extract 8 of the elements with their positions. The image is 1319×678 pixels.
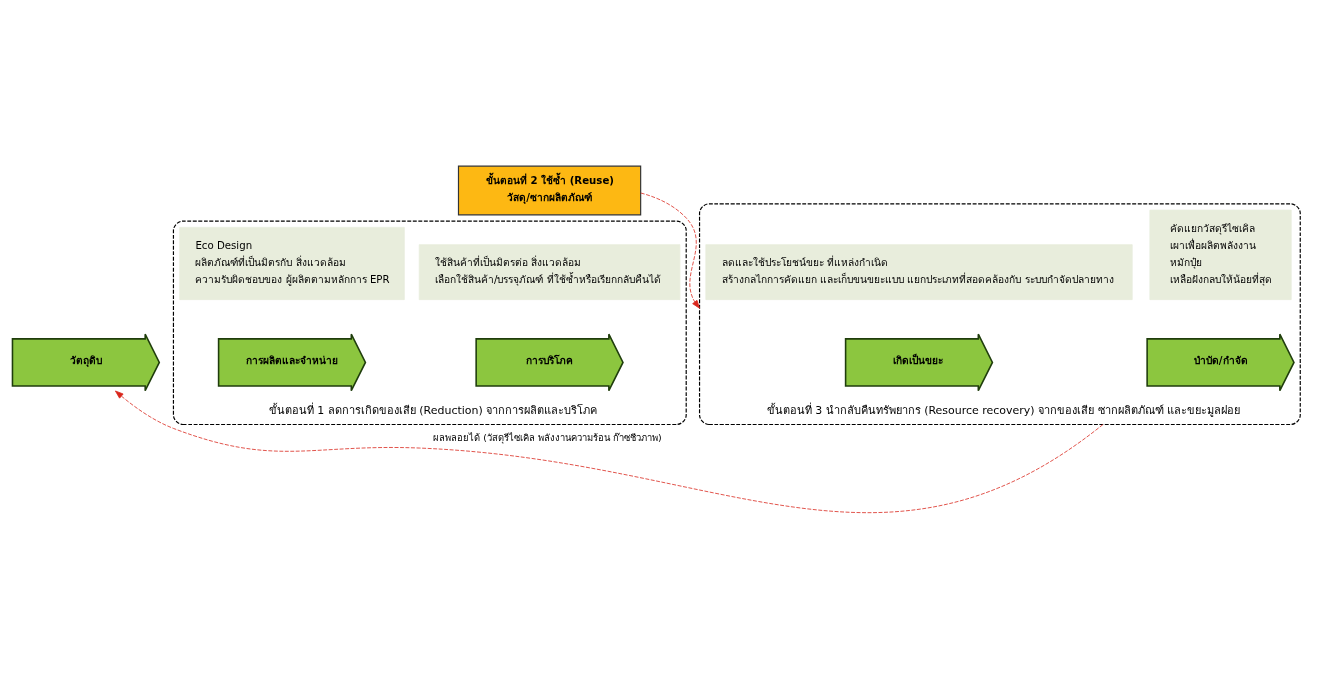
edge-label: ผลพลอยได้ (วัสดุรีไซเคิล พลังงานความร้อน ก๊าซชีวภาพ) [433,431,662,443]
node-box: ขั้นตอนที่ 2 ใช้ซ้ำ (Reuse) วัสดุ/ซากผลิตภัณฑ์ [457,165,642,215]
node-box: Eco Design ผลิตภัณฑ์ที่เป็นมิตรกับ สิ่งแวดล้อม ความรับผิดชอบของ ผู้ผลิตตามหลักการ EPR [179,226,405,300]
node-box: ลดและใช้ประโยชน์ขยะ ที่แหล่งกำเนิด สร้างกลไกการคัดแยก และเก็บขนขยะแบบ แยกประเภทที่สอดคล้องกับ ระบบกำจัดปลายทาง [705,243,1133,300]
arrow [115,390,1104,512]
arrow [640,192,700,309]
node-box: คัดแยกวัสดุรีไซเคิล เผาเพื่อผลิตพลังงาน หมักปุ๋ย เหลือฝังกลบให้น้อยที่สุด [1149,209,1292,300]
node-box: ใช้สินค้าที่เป็นมิตรต่อ สิ่งแวดล้อม เลือกใช้สินค้า/บรรจุภัณฑ์ ที่ใช้ซ้ำหรือเรียกกลับคืนได้ [418,243,681,300]
